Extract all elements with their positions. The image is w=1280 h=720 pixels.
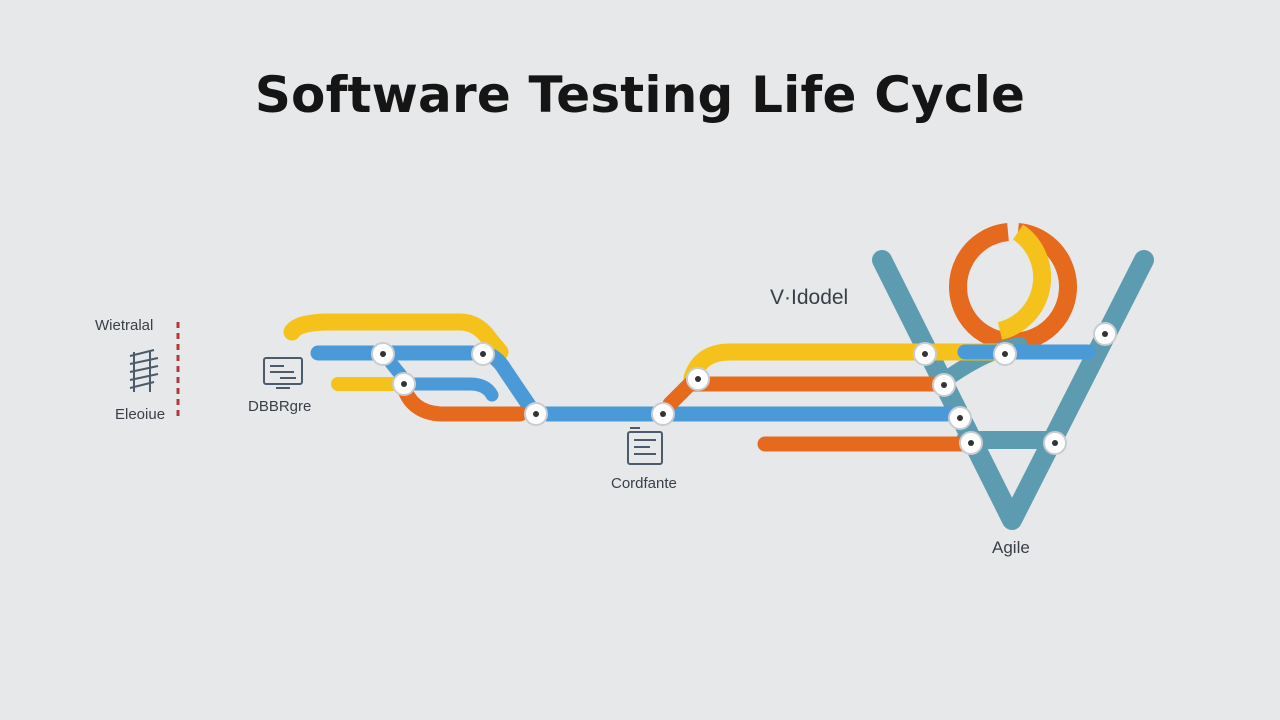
document-icon: [627, 427, 663, 465]
label-waterfall-bottom: Eleoiue: [115, 406, 165, 423]
station-node: [1043, 431, 1067, 455]
stack-icon: [129, 349, 159, 392]
label-stage-b: Cordfante: [611, 475, 677, 492]
station-node: [993, 342, 1017, 366]
label-agile: Agile: [992, 538, 1030, 557]
station-node: [471, 342, 495, 366]
station-node: [371, 342, 395, 366]
station-node: [932, 373, 956, 397]
station-node: [959, 431, 983, 455]
label-waterfall-top: Wietralal: [95, 317, 153, 334]
label-v-model: V·Idodel: [770, 286, 848, 309]
station-node: [651, 402, 675, 426]
label-stage-a: DBBRgre: [248, 398, 311, 415]
station-node: [686, 367, 710, 391]
station-node: [1093, 322, 1117, 346]
page-title: Software Testing Life Cycle: [254, 66, 1026, 124]
monitor-icon: [263, 357, 303, 389]
cycle-ring-icon: [949, 223, 1077, 351]
station-nodes: [371, 322, 1117, 455]
station-node: [948, 406, 972, 430]
station-node: [392, 372, 416, 396]
station-node: [524, 402, 548, 426]
station-node: [913, 342, 937, 366]
